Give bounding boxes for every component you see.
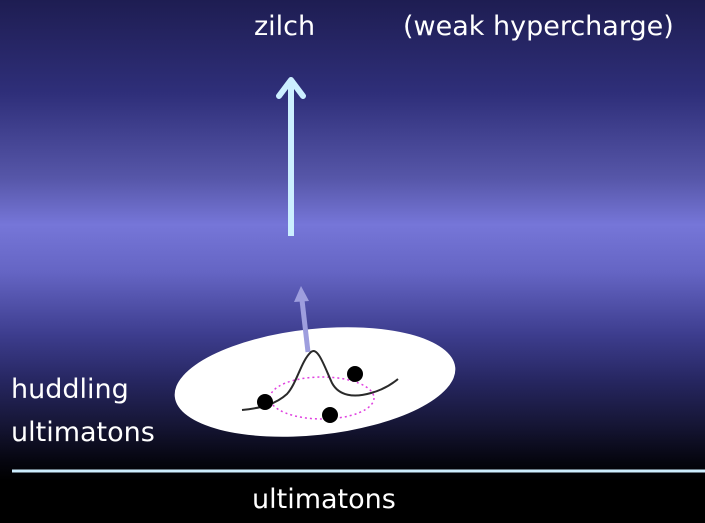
dotted-ellipse: [269, 376, 375, 420]
particle-dot: [322, 407, 338, 423]
top-label: zilch: [254, 11, 316, 42]
upward-arrow-head: [276, 77, 306, 99]
left-label-line1: huddling: [11, 374, 129, 405]
bump-curve: [241, 349, 399, 411]
left-label-line2: ultimatons: [11, 417, 155, 448]
small-arrow-head: [294, 286, 309, 302]
top-note-label: (weak hypercharge): [403, 11, 674, 42]
bottom-label: ultimatons: [252, 484, 396, 515]
small-arrow-shaft: [299, 299, 311, 353]
particle-dot: [347, 366, 363, 382]
small-arrow: [294, 286, 311, 353]
upward-arrow: [276, 77, 306, 236]
huddle-ellipse: [174, 327, 456, 437]
particle-dot: [257, 394, 273, 410]
